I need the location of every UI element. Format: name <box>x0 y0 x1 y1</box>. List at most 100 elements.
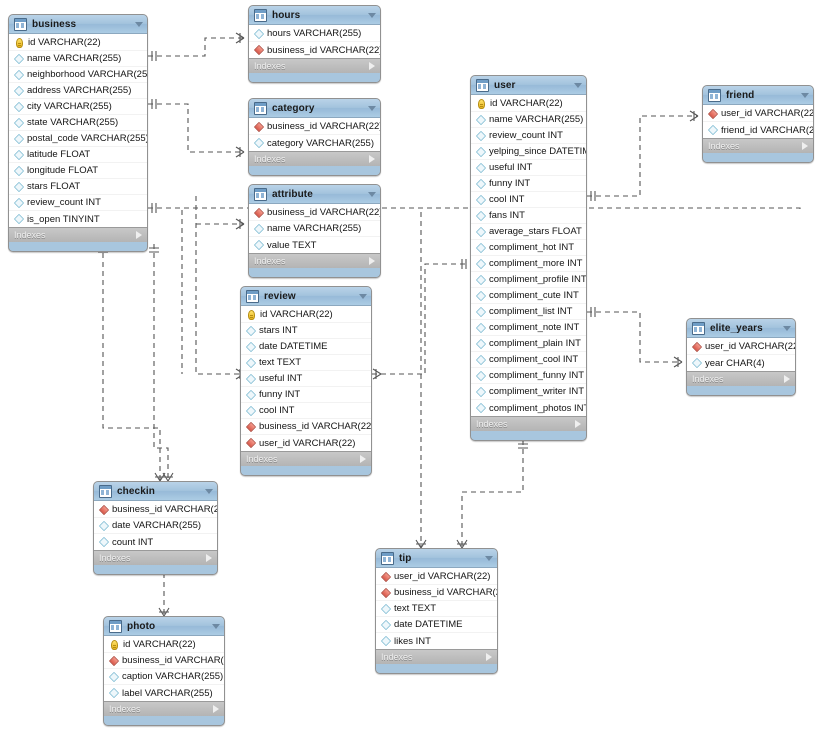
table-header-user[interactable]: user <box>471 76 586 95</box>
table-column[interactable]: name VARCHAR(255) <box>471 112 586 128</box>
chevron-right-icon[interactable] <box>369 155 375 163</box>
table-column[interactable]: business_id VARCHAR(22) <box>94 502 217 518</box>
chevron-down-icon[interactable] <box>783 325 791 331</box>
table-column[interactable]: value TEXT <box>249 237 380 253</box>
table-column[interactable]: compliment_profile INT <box>471 272 586 288</box>
indexes-section-hours[interactable]: Indexes <box>249 58 380 73</box>
table-header-hours[interactable]: hours <box>249 6 380 25</box>
indexes-section-business[interactable]: Indexes <box>9 227 147 242</box>
table-column[interactable]: cool INT <box>471 192 586 208</box>
chevron-down-icon[interactable] <box>205 488 213 494</box>
indexes-section-friend[interactable]: Indexes <box>703 138 813 153</box>
table-column[interactable]: date DATETIME <box>241 339 371 355</box>
table-column[interactable]: neighborhood VARCHAR(255) <box>9 67 147 83</box>
table-column[interactable]: likes INT <box>376 633 497 649</box>
table-header-elite_years[interactable]: elite_years <box>687 319 795 338</box>
chevron-right-icon[interactable] <box>369 62 375 70</box>
table-column[interactable]: business_id VARCHAR(22) <box>104 653 224 669</box>
table-column[interactable]: year CHAR(4) <box>687 355 795 371</box>
table-column[interactable]: caption VARCHAR(255) <box>104 669 224 685</box>
table-column[interactable]: compliment_plain INT <box>471 336 586 352</box>
table-column[interactable]: is_open TINYINT <box>9 211 147 227</box>
table-column[interactable]: compliment_writer INT <box>471 384 586 400</box>
table-column[interactable]: compliment_cool INT <box>471 352 586 368</box>
table-column[interactable]: cool INT <box>241 403 371 419</box>
chevron-right-icon[interactable] <box>213 705 219 713</box>
table-column[interactable]: longitude FLOAT <box>9 163 147 179</box>
table-column[interactable]: review_count INT <box>9 195 147 211</box>
table-column[interactable]: business_id VARCHAR(22) <box>249 205 380 221</box>
chevron-right-icon[interactable] <box>575 420 581 428</box>
chevron-right-icon[interactable] <box>136 231 142 239</box>
table-column[interactable]: stars INT <box>241 323 371 339</box>
indexes-section-category[interactable]: Indexes <box>249 151 380 166</box>
table-column[interactable]: text TEXT <box>376 601 497 617</box>
chevron-down-icon[interactable] <box>368 105 376 111</box>
table-column[interactable]: user_id VARCHAR(22) <box>703 106 813 122</box>
table-header-business[interactable]: business <box>9 15 147 34</box>
indexes-section-review[interactable]: Indexes <box>241 451 371 466</box>
table-column[interactable]: compliment_photos INT <box>471 400 586 416</box>
table-header-tip[interactable]: tip <box>376 549 497 568</box>
table-column[interactable]: id VARCHAR(22) <box>104 637 224 653</box>
chevron-down-icon[interactable] <box>135 21 143 27</box>
chevron-right-icon[interactable] <box>360 455 366 463</box>
table-column[interactable]: address VARCHAR(255) <box>9 83 147 99</box>
indexes-section-elite_years[interactable]: Indexes <box>687 371 795 386</box>
table-column[interactable]: user_id VARCHAR(22) <box>241 435 371 451</box>
table-column[interactable]: funny INT <box>471 176 586 192</box>
indexes-section-checkin[interactable]: Indexes <box>94 550 217 565</box>
table-column[interactable]: compliment_funny INT <box>471 368 586 384</box>
table-column[interactable]: text TEXT <box>241 355 371 371</box>
table-column[interactable]: fans INT <box>471 208 586 224</box>
table-column[interactable]: useful INT <box>471 160 586 176</box>
table-column[interactable]: date VARCHAR(255) <box>94 518 217 534</box>
table-column[interactable]: compliment_list INT <box>471 304 586 320</box>
table-header-review[interactable]: review <box>241 287 371 306</box>
table-column[interactable]: business_id VARCHAR(22) <box>241 419 371 435</box>
table-column[interactable]: id VARCHAR(22) <box>241 307 371 323</box>
table-column[interactable]: state VARCHAR(255) <box>9 115 147 131</box>
table-column[interactable]: stars FLOAT <box>9 179 147 195</box>
table-column[interactable]: city VARCHAR(255) <box>9 99 147 115</box>
chevron-right-icon[interactable] <box>802 142 808 150</box>
table-column[interactable]: funny INT <box>241 387 371 403</box>
table-column[interactable]: id VARCHAR(22) <box>471 96 586 112</box>
chevron-down-icon[interactable] <box>212 623 220 629</box>
table-column[interactable]: compliment_hot INT <box>471 240 586 256</box>
table-column[interactable]: friend_id VARCHAR(22) <box>703 122 813 138</box>
chevron-right-icon[interactable] <box>369 257 375 265</box>
table-column[interactable]: name VARCHAR(255) <box>249 221 380 237</box>
table-column[interactable]: business_id VARCHAR(22) <box>376 585 497 601</box>
table-column[interactable]: label VARCHAR(255) <box>104 685 224 701</box>
chevron-down-icon[interactable] <box>485 555 493 561</box>
table-column[interactable]: count INT <box>94 534 217 550</box>
table-header-attribute[interactable]: attribute <box>249 185 380 204</box>
table-column[interactable]: date DATETIME <box>376 617 497 633</box>
indexes-section-tip[interactable]: Indexes <box>376 649 497 664</box>
table-header-friend[interactable]: friend <box>703 86 813 105</box>
table-column[interactable]: name VARCHAR(255) <box>9 51 147 67</box>
table-header-category[interactable]: category <box>249 99 380 118</box>
table-column[interactable]: compliment_cute INT <box>471 288 586 304</box>
indexes-section-user[interactable]: Indexes <box>471 416 586 431</box>
table-column[interactable]: user_id VARCHAR(22) <box>687 339 795 355</box>
chevron-down-icon[interactable] <box>574 82 582 88</box>
table-column[interactable]: business_id VARCHAR(22) <box>249 119 380 135</box>
table-header-checkin[interactable]: checkin <box>94 482 217 501</box>
table-column[interactable]: useful INT <box>241 371 371 387</box>
table-column[interactable]: hours VARCHAR(255) <box>249 26 380 42</box>
chevron-down-icon[interactable] <box>359 293 367 299</box>
table-column[interactable]: id VARCHAR(22) <box>9 35 147 51</box>
table-header-photo[interactable]: photo <box>104 617 224 636</box>
